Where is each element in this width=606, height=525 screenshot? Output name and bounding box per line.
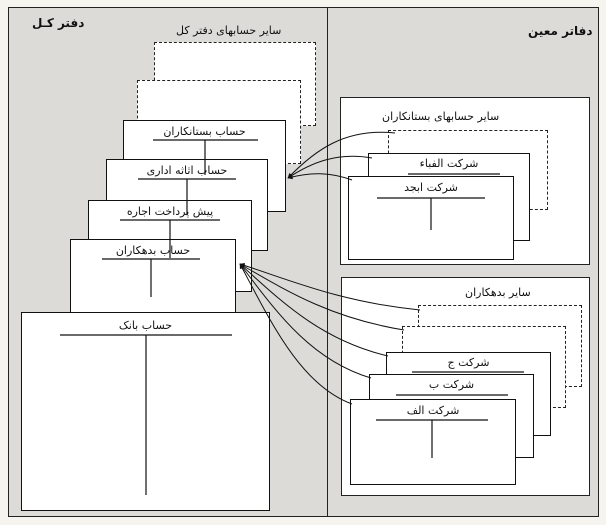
debtors-group-label: سایر بدهکاران <box>465 286 531 299</box>
debtor-card-alef: شرکت الف <box>350 399 516 485</box>
debtor-label-alef: شرکت الف <box>406 404 460 417</box>
connector-debtors-jim <box>239 263 389 357</box>
connector-debtors-other-1 <box>239 262 421 311</box>
connector-creditors-abjad <box>287 173 353 181</box>
general-ledger-title: دفتر کـل <box>32 16 85 30</box>
debtor-label-jim: شرکت ج <box>447 356 490 369</box>
account-label-bank: حساب بانک <box>118 319 173 332</box>
connector-debtors-be <box>239 263 372 379</box>
subsidiary-ledger-title: دفاتر معین <box>528 24 593 38</box>
connector-creditors-other <box>287 131 396 179</box>
account-label-office-equipment: حساب اثاثه اداری <box>146 164 228 177</box>
account-label-creditors: حساب بستانکاران <box>163 125 246 138</box>
account-label-debtors: حساب بدهکاران <box>115 244 191 257</box>
connector-debtors-alef <box>239 263 353 405</box>
debtor-label-be: شرکت ب <box>428 378 475 391</box>
creditor-label-abjad: شرکت ابجد <box>404 181 458 194</box>
account-label-prepaid-rent: پیش پرداخت اجاره <box>126 205 214 218</box>
connector-creditors-alefba <box>287 155 373 179</box>
connector-debtors-other-2 <box>239 263 405 331</box>
creditors-group-label: سایر حسابهای بستانکاران <box>382 110 500 123</box>
creditor-label-alefba: شرکت الفباء <box>419 157 479 170</box>
other-accounts-label: سایر حسابهای دفتر کل <box>176 24 282 37</box>
